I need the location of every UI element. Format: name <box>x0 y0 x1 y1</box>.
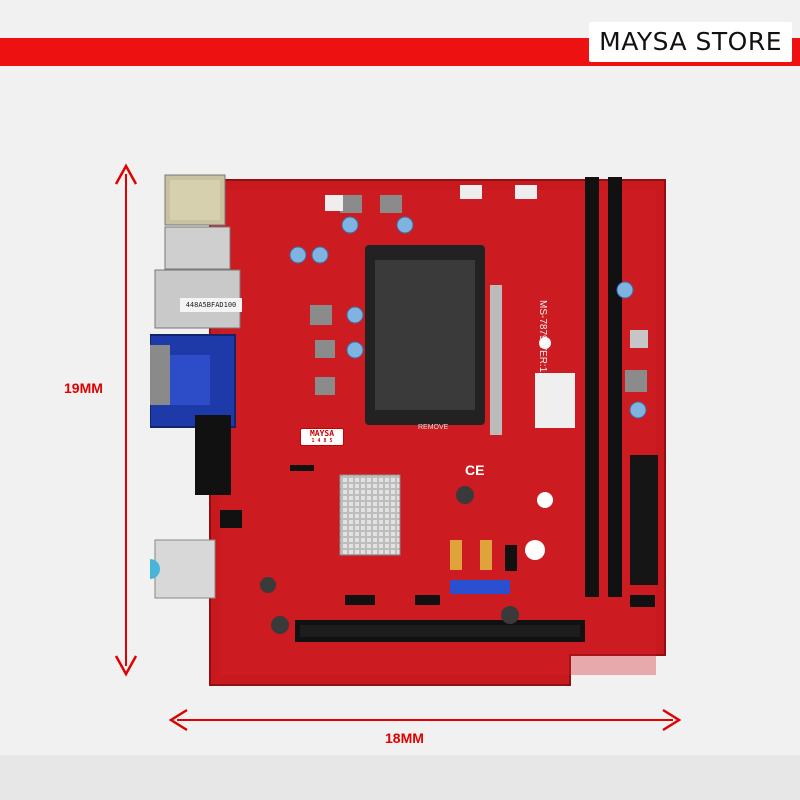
height-label: 19MM <box>64 380 103 396</box>
watermark-brand: MAYSA <box>309 429 335 438</box>
background-floor <box>0 755 800 800</box>
socket-remove-text: REMOVE <box>418 424 449 431</box>
store-name: MAYSA STORE <box>589 22 792 62</box>
board-model-text: MS-7879 VER:1.1 <box>537 300 548 381</box>
ce-mark: CE <box>465 462 485 478</box>
motherboard <box>140 165 700 705</box>
width-arrow <box>168 708 682 732</box>
width-label: 18MM <box>385 730 424 746</box>
watermark-sub: 1 4 8 5 <box>311 438 333 444</box>
height-arrow <box>114 163 138 677</box>
maysa-watermark-tag: MAYSA 1 4 8 5 <box>300 428 344 446</box>
mac-address-sticker: 448A5BFAD100 <box>180 298 242 312</box>
motherboard-image <box>140 174 666 686</box>
